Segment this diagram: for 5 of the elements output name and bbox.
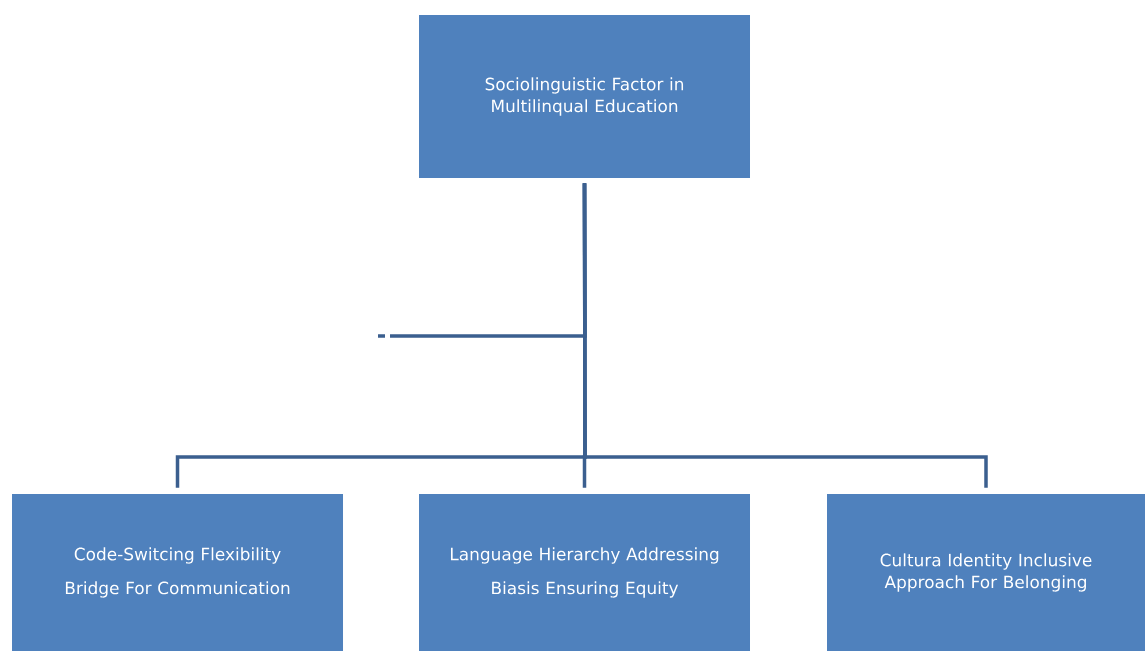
process-box: Code-Switcing Flexibility Bridge For Communication	[12, 494, 343, 651]
process-box: Sociolinguistic Factor in Multilinqual Education	[419, 15, 750, 178]
process-box: Cultura Identity Inclusive Approach For Belonging	[827, 494, 1145, 651]
process-box: Language Hierarchy Addressing Biasis Ensuring Equity	[419, 494, 750, 651]
connector-line	[376, 181, 587, 338]
